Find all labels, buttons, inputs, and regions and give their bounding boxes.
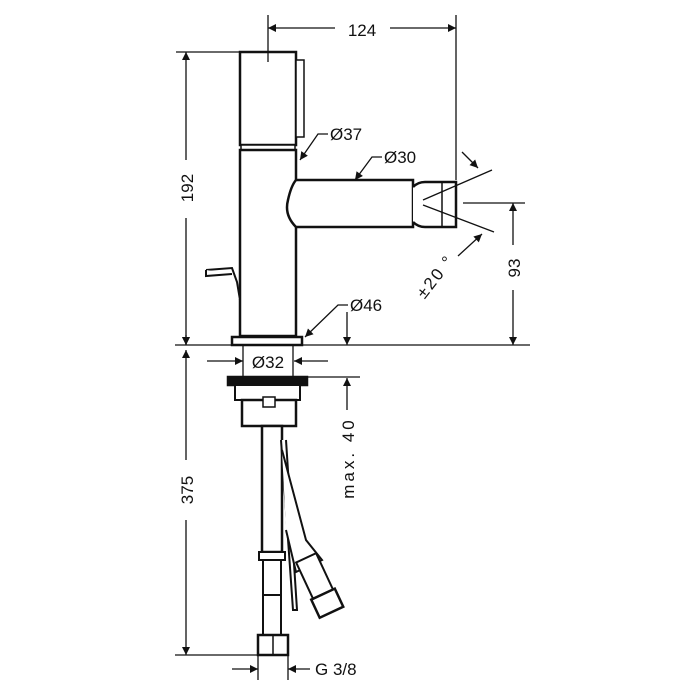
supply-pipe xyxy=(260,424,284,554)
hose-nut xyxy=(309,586,345,620)
base-ring xyxy=(230,335,304,347)
body-column xyxy=(238,148,298,338)
dim-dia-30: Ø30 xyxy=(384,148,416,167)
dim-height-93: 93 xyxy=(505,259,524,278)
faucet-body xyxy=(205,50,458,347)
dim-max-40: max. 40 xyxy=(339,417,358,498)
handle-tab xyxy=(295,59,305,138)
flex-hose xyxy=(281,449,324,574)
handle-cap xyxy=(238,50,298,147)
spout-nozzle xyxy=(412,180,458,229)
dim-height-192: 192 xyxy=(178,174,197,202)
under-deck-parts xyxy=(226,375,345,657)
deck-washer xyxy=(226,375,309,387)
dim-angle: ±20 ° xyxy=(413,251,459,302)
dim-dia-37: Ø37 xyxy=(330,125,362,144)
dim-thread: G 3/8 xyxy=(315,660,357,679)
dimension-lines xyxy=(175,15,530,680)
dim-width-124: 124 xyxy=(348,21,376,40)
dim-dia-46: Ø46 xyxy=(350,296,382,315)
spout xyxy=(285,178,415,229)
dim-375: 375 xyxy=(178,476,197,504)
dim-dia-32: Ø32 xyxy=(252,353,284,372)
